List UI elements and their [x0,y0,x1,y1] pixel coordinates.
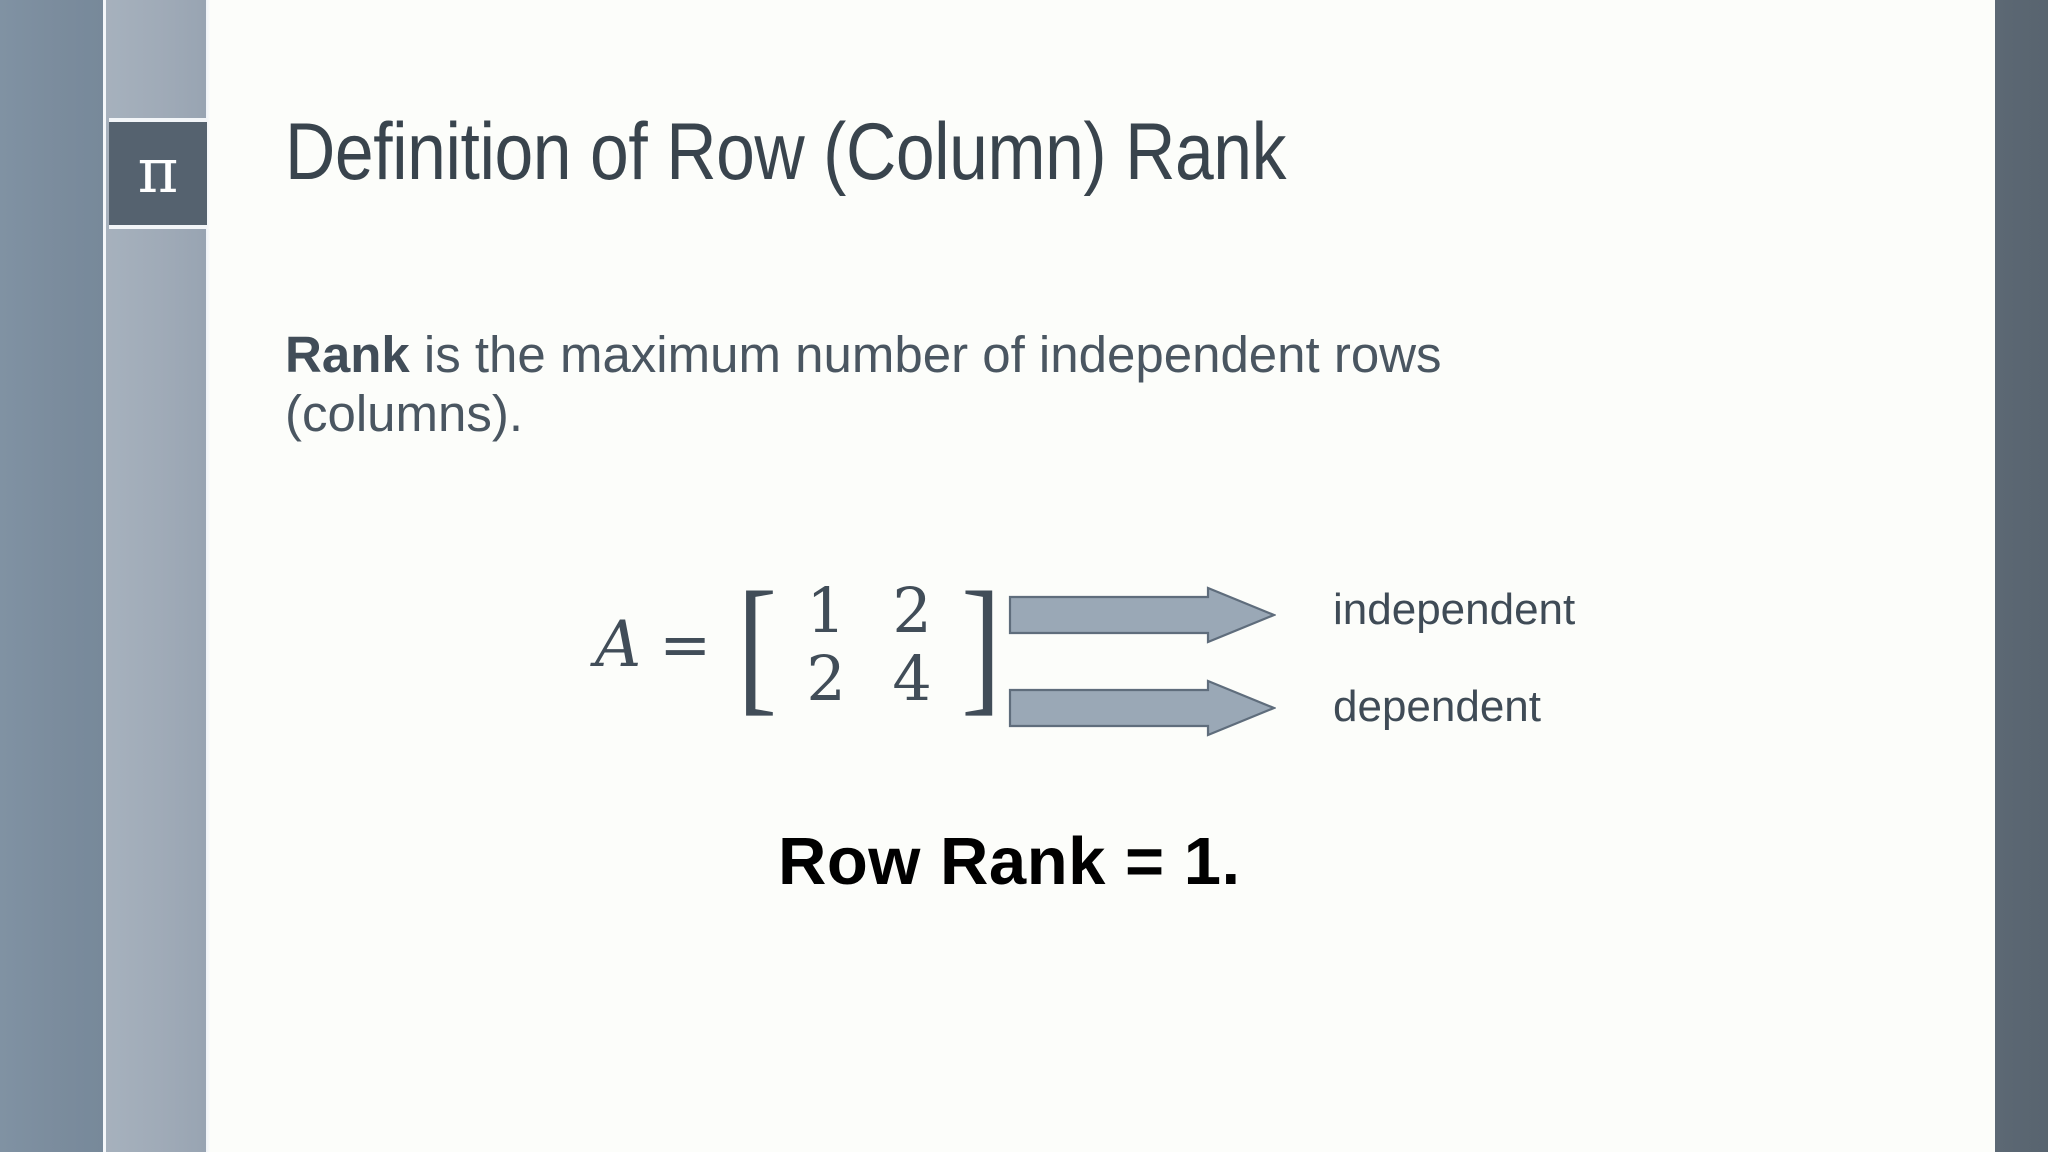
matrix-cell-r0c1: 2 [892,574,932,647]
definition-line1: is the maximum number of independent row… [409,326,1442,383]
definition-line2: (columns). [285,385,524,443]
arrow-group [1008,586,1276,737]
pi-logo-icon: π [137,133,179,207]
bracket-left-icon: [ [737,560,778,728]
pi-logo-tile: π [109,122,207,225]
arrow-label-dependent: dependent [1333,682,1541,731]
arrow-label-independent: independent [1333,585,1576,634]
matrix-2x2: [ 1 2 2 4 ] [733,560,1005,728]
matrix-grid: 1 2 2 4 [783,577,955,713]
definition-paragraph: Rank is the maximum number of independen… [285,325,1925,443]
left-light-band-edge [206,0,210,1152]
equals-sign: = [659,608,712,681]
matrix-equation: A = [ 1 2 2 4 ] [595,560,1005,728]
right-arrow-icon-dependent [1008,679,1276,737]
matrix-cell-r1c0: 2 [806,642,846,715]
left-band-gap [103,0,106,1152]
matrix-cell-r0c0: 1 [806,574,846,647]
bracket-right-icon: ] [961,560,1002,728]
matrix-name-label: A [595,608,642,682]
left-dark-band [0,0,103,1152]
page-title: Definition of Row (Column) Rank [285,107,1286,197]
conclusion-text: Row Rank = 1. [778,824,1241,899]
right-arrow-icon-independent [1008,586,1276,644]
right-dark-band [1995,0,2048,1152]
definition-keyword: Rank [285,326,410,383]
matrix-cell-r1c1: 4 [892,642,932,715]
